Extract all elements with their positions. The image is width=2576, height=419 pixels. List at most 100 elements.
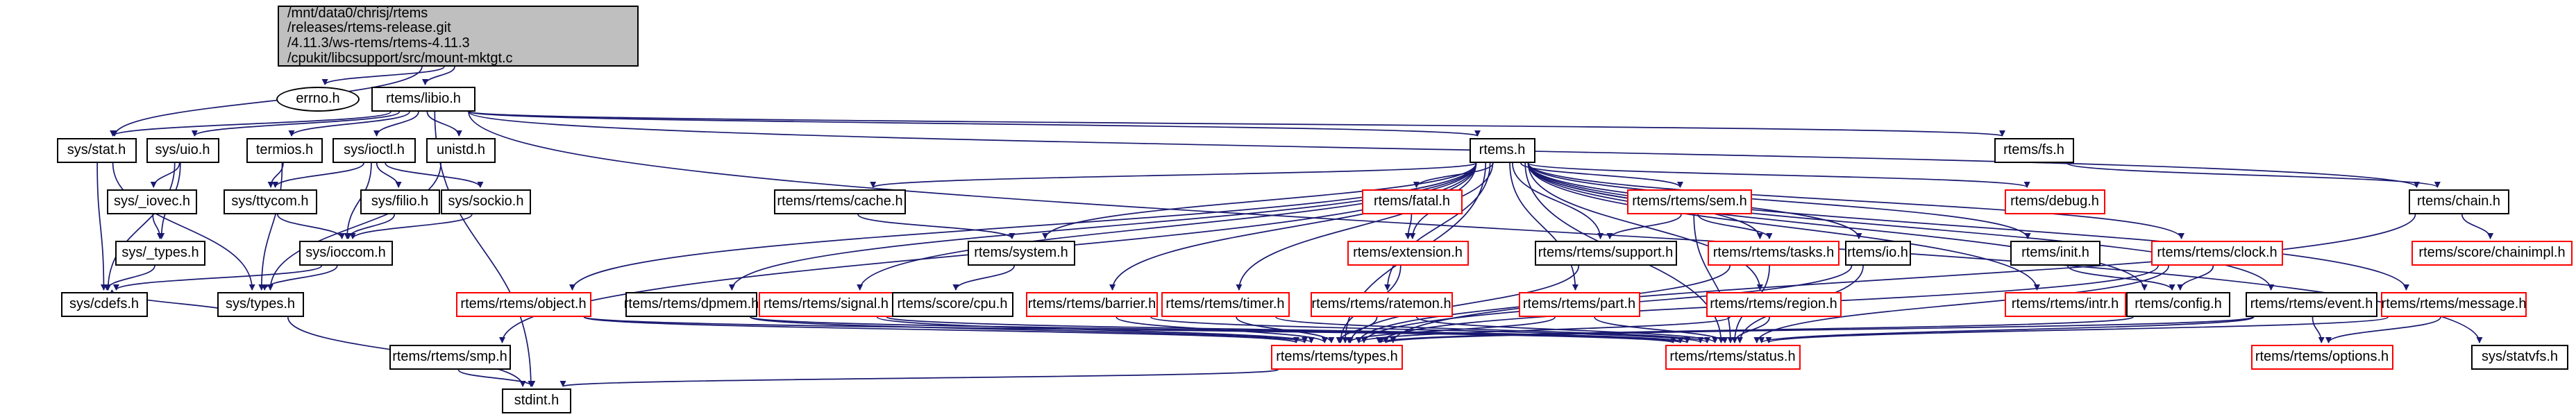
edge-cache-to-system <box>857 214 1016 239</box>
node-smp[interactable]: rtems/rtems/smp.h <box>389 345 511 370</box>
edge-rtems-to-signal <box>857 162 1477 291</box>
node-stat[interactable]: sys/stat.h <box>56 138 137 163</box>
node-ratemon[interactable]: rtems/rtems/ratemon.h <box>1310 292 1453 317</box>
node-rtems[interactable]: rtems.h <box>1469 138 1535 163</box>
node-statvfs[interactable]: sys/statvfs.h <box>2471 345 2568 370</box>
root-source-file-node: /mnt/data0/chrisj/rtems /releases/rtems-… <box>278 6 639 67</box>
edge-rtems-to-debug <box>1527 162 2030 188</box>
edge-rtems-to-dpmem <box>728 162 1477 291</box>
node-support[interactable]: rtems/rtems/support.h <box>1534 241 1677 266</box>
edge-ioctl-to-sockio <box>385 162 484 188</box>
edge-ioctl-to-ioccom <box>344 162 372 239</box>
edge-rtems-to-message <box>1527 162 2409 291</box>
edge-init-to-config <box>2066 265 2175 291</box>
edge-rtems-to-support <box>1512 162 1604 239</box>
node-barrier[interactable]: rtems/rtems/barrier.h <box>1026 292 1158 317</box>
edge-libio-to-unistd <box>426 111 462 137</box>
edge-sockio-to-ioccom <box>349 214 473 239</box>
edge-rtems-to-system <box>1042 162 1477 239</box>
edge-barrier-to-status <box>1150 316 1704 343</box>
node-ioccom[interactable]: sys/ioccom.h <box>298 241 393 266</box>
edge-object-to-status <box>583 316 1676 343</box>
edge-event-to-options <box>2312 316 2325 343</box>
edge-libio-to-fs <box>468 111 2005 137</box>
node-fatal[interactable]: rtems/fatal.h <box>1361 189 1463 214</box>
node-cdefs[interactable]: sys/cdefs.h <box>60 292 148 317</box>
edge-rtems-to-intr <box>1527 162 2040 291</box>
edge-smp-to-stdint <box>457 369 536 387</box>
node-_types[interactable]: sys/_types.h <box>115 241 205 266</box>
node-event[interactable]: rtems/rtems/event.h <box>2246 292 2377 317</box>
node-filio[interactable]: sys/filio.h <box>360 189 440 214</box>
edge-rtems-to-event <box>1527 162 2275 291</box>
node-chainimpl[interactable]: rtems/score/chainimpl.h <box>2411 241 2573 266</box>
edge-config-to-rtypes <box>1376 316 2134 343</box>
node-libio[interactable]: rtems/libio.h <box>371 87 475 112</box>
node-ioctl[interactable]: sys/ioctl.h <box>332 138 416 163</box>
edge-ioccom-to-types <box>261 265 338 291</box>
edge-unistd-to-types <box>267 162 441 291</box>
edge-timer-to-status <box>1275 316 1710 343</box>
node-chain[interactable]: rtems/chain.h <box>2408 189 2509 214</box>
edge-iovec-to-_types <box>152 214 163 239</box>
edge-root-to-libio <box>422 66 455 85</box>
node-rtypes[interactable]: rtems/rtems/types.h <box>1271 345 1403 370</box>
edge-event-to-rtypes <box>1383 316 2253 343</box>
node-message[interactable]: rtems/rtems/message.h <box>2381 292 2527 317</box>
node-part[interactable]: rtems/rtems/part.h <box>1518 292 1640 317</box>
edge-dpmem-to-rtypes <box>750 316 1308 343</box>
edge-uio-to-iovec <box>150 162 180 188</box>
node-dpmem[interactable]: rtems/rtems/dpmem.h <box>624 292 759 317</box>
node-types[interactable]: sys/types.h <box>217 292 304 317</box>
node-fs[interactable]: rtems/fs.h <box>1994 138 2074 163</box>
node-tasks[interactable]: rtems/rtems/tasks.h <box>1708 241 1840 266</box>
node-config[interactable]: rtems/config.h <box>2126 292 2230 317</box>
node-clock[interactable]: rtems/rtems/clock.h <box>2151 241 2283 266</box>
node-debug[interactable]: rtems/debug.h <box>2004 189 2105 214</box>
node-intr[interactable]: rtems/rtems/intr.h <box>2004 292 2126 317</box>
node-signal[interactable]: rtems/rtems/signal.h <box>758 292 894 317</box>
node-system[interactable]: rtems/system.h <box>967 241 1075 266</box>
node-stdint[interactable]: stdint.h <box>502 388 571 413</box>
node-uio[interactable]: sys/uio.h <box>146 138 219 163</box>
edge-root-to-errno <box>321 66 445 85</box>
node-options[interactable]: rtems/rtems/options.h <box>2250 345 2393 370</box>
node-cache[interactable]: rtems/rtems/cache.h <box>774 189 906 214</box>
edge-uio-to-cdefs <box>105 162 176 291</box>
node-sem[interactable]: rtems/rtems/sem.h <box>1627 189 1752 214</box>
edge-part-to-rtypes <box>1346 316 1556 343</box>
node-termios[interactable]: termios.h <box>246 138 323 163</box>
node-iovec[interactable]: sys/_iovec.h <box>107 189 197 214</box>
edge-termios-to-ttycom <box>267 162 284 188</box>
edge-rtems-to-config <box>1527 162 2148 291</box>
node-unistd[interactable]: unistd.h <box>426 138 496 163</box>
node-sockio[interactable]: sys/sockio.h <box>441 189 531 214</box>
edge-event-to-status <box>1758 316 2255 343</box>
node-io[interactable]: rtems/io.h <box>1844 241 1911 266</box>
edge-stat-to-types <box>112 162 255 291</box>
edge-ratemon-to-status <box>1415 316 1719 343</box>
node-errno[interactable]: errno.h <box>276 87 360 112</box>
edge-rtems-to-object <box>569 162 1477 291</box>
node-timer[interactable]: rtems/rtems/timer.h <box>1161 292 1290 317</box>
edge-ratemon-to-rtypes <box>1336 316 1378 343</box>
edge-rtems-to-ratemon <box>1384 162 1491 291</box>
node-init[interactable]: rtems/init.h <box>2010 241 2101 266</box>
edge-sem-to-support <box>1606 214 1682 239</box>
node-ttycom[interactable]: sys/ttycom.h <box>223 189 317 214</box>
edge-libio-to-rtems <box>468 111 1481 137</box>
node-extension[interactable]: rtems/extension.h <box>1347 241 1469 266</box>
edge-chain-to-chainimpl <box>2461 214 2494 239</box>
edge-rtypes-to-stdint <box>560 369 1279 387</box>
node-status[interactable]: rtems/rtems/status.h <box>1665 345 1801 370</box>
node-object[interactable]: rtems/rtems/object.h <box>455 292 591 317</box>
edge-timer-to-rtypes <box>1236 316 1335 343</box>
edge-message-to-status <box>1765 316 2389 343</box>
node-region[interactable]: rtems/rtems/region.h <box>1706 292 1842 317</box>
edge-_types-to-cdefs <box>103 265 155 291</box>
edge-fs-to-chain <box>2066 162 2441 188</box>
edge-system-to-cpu <box>952 265 1015 291</box>
edge-libio-to-uio <box>191 111 401 137</box>
node-cpu[interactable]: rtems/score/cpu.h <box>891 292 1013 317</box>
